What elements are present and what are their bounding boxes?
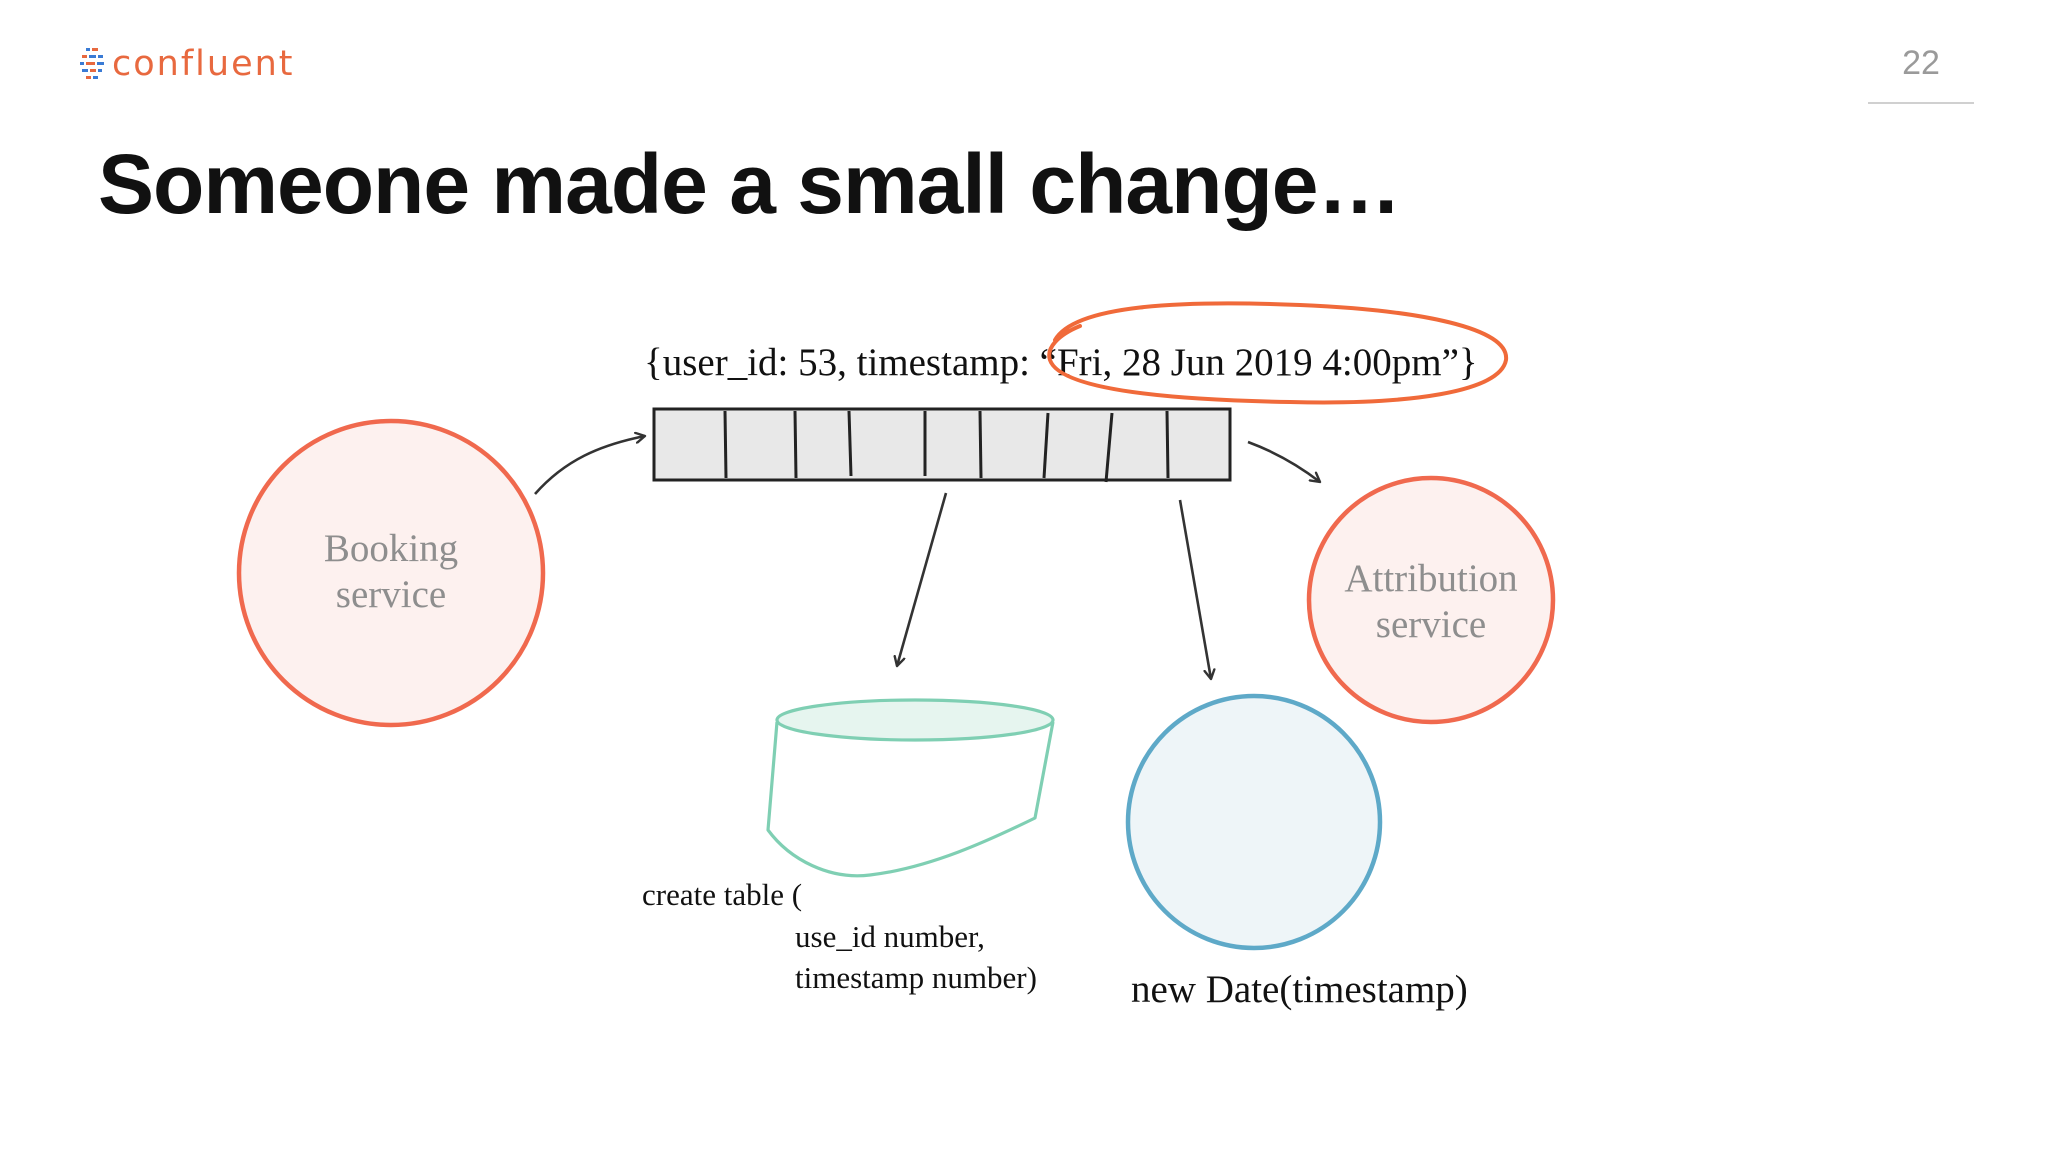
arrow-topic-to-consumer	[1178, 499, 1211, 679]
booking-service-node: Booking service	[236, 418, 546, 728]
kafka-topic-log	[652, 407, 1232, 483]
booking-service-label-line2: service	[336, 573, 446, 616]
database-body	[766, 721, 1055, 878]
page-number: 22	[1902, 44, 1940, 82]
page-number-underline	[1868, 102, 1974, 104]
database-cylinder	[766, 698, 1055, 878]
attribution-service-circle	[1306, 475, 1556, 725]
table-code-line2: use_id number,	[795, 919, 985, 954]
attribution-service-label-line1: Attribution	[1344, 557, 1517, 600]
confluent-logo: confluent	[80, 44, 295, 84]
logo-text: confluent	[112, 44, 295, 84]
confluent-logo-icon	[80, 48, 104, 79]
attribution-service-node: Attribution service	[1306, 475, 1556, 725]
table-code-line1: create table (	[642, 877, 802, 912]
date-code-text: new Date(timestamp)	[1131, 968, 1468, 1011]
date-consumer-circle	[1125, 693, 1383, 951]
timestamp-highlight-ellipse	[1047, 301, 1509, 405]
arrow-topic-to-database	[897, 492, 948, 666]
booking-service-label-line1: Booking	[324, 527, 458, 570]
booking-service-circle	[236, 418, 546, 728]
arrow-topic-to-attribution	[1247, 440, 1320, 482]
table-code-line3: timestamp number)	[795, 960, 1037, 995]
arrow-booking-to-topic	[534, 436, 645, 495]
attribution-service-label-line2: service	[1376, 603, 1486, 646]
event-payload-text: {user_id: 53, timestamp: “Fri, 28 Jun 20…	[644, 341, 1478, 384]
database-top	[775, 698, 1055, 742]
slide-title: Someone made a small change…	[98, 137, 1401, 231]
